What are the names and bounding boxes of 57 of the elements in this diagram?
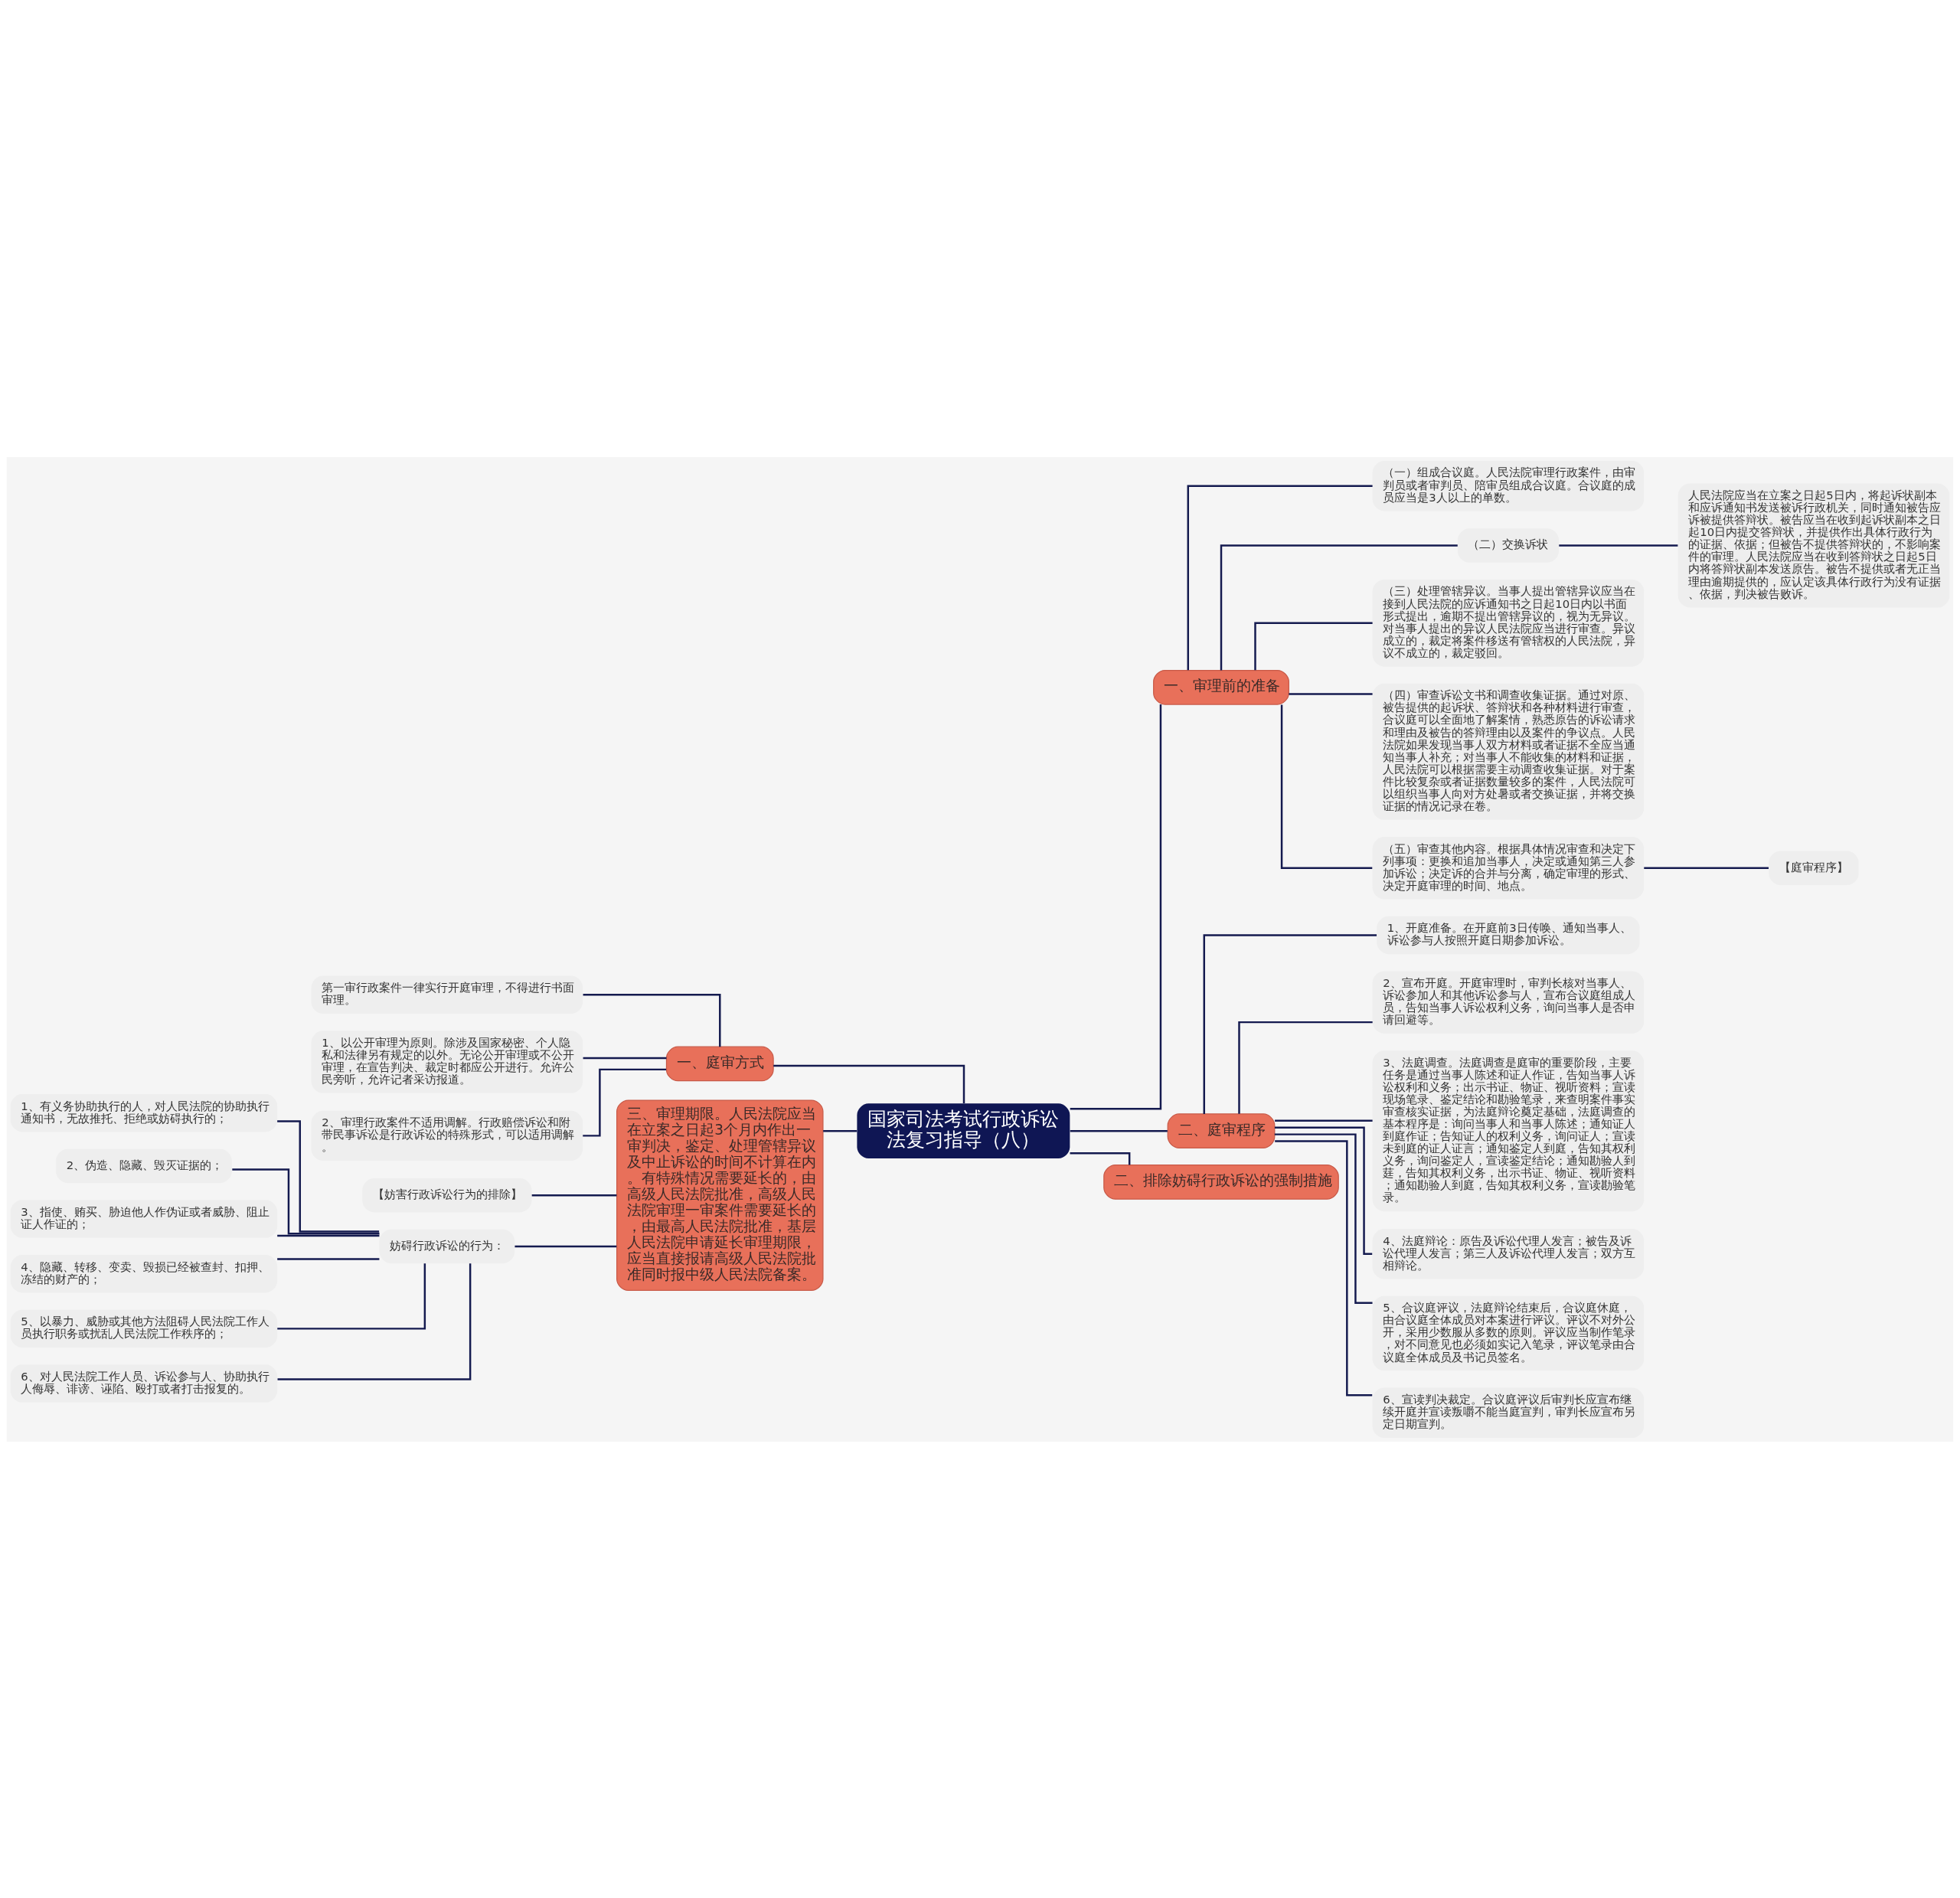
connector	[1280, 704, 1373, 869]
node-box: 1、以公开审理为原则。除涉及国家秘密、个人隐私和法律另有规定的以外。无论公开审理或不公开审理，在宣告判决、裁定时都应公开进行。允许公民旁听，允许记者采访报道。	[311, 1030, 583, 1093]
node-box: （二）交换诉状	[1457, 528, 1560, 563]
connector	[531, 1194, 617, 1196]
connector	[277, 1234, 380, 1236]
node-box: 一、审理前的准备	[1153, 669, 1289, 705]
connector	[277, 1263, 426, 1330]
connector	[1070, 1129, 1168, 1132]
connector	[514, 1245, 617, 1247]
node-box: 4、隐藏、转移、变卖、毁损已经被查封、扣押、冻结的财产的；	[10, 1254, 278, 1292]
node-box: 5、以暴力、威胁或其他方法阻碍人民法院工作人员执行职务或扰乱人民法院工作秩序的；	[10, 1309, 278, 1348]
node-box: 4、法庭辩论：原告及诉讼代理人发言；被告及诉讼代理人发言；第三人及诉讼代理人发言；双方互相辩论。	[1372, 1228, 1645, 1279]
connector	[1274, 1132, 1373, 1304]
node-box: 2、伪造、隐藏、毁灭证据的；	[56, 1148, 232, 1183]
connector	[583, 1068, 667, 1137]
node-box: 【庭审程序】	[1769, 851, 1859, 885]
node-box: （一）组成合议庭。人民法院审理行政案件，由审判员或者审判员、陪审员组成合议庭。合议庭的成员应当是3人以上的单数。	[1372, 460, 1645, 511]
connector	[1275, 1126, 1373, 1255]
node-box: 6、宣读判决裁定。合议庭评议后审判长应宣布继续开庭并宣读叛嚼不能当庭宣判，审判长应宣布另定日期宣判。	[1372, 1387, 1645, 1438]
node-box: 1、开庭准备。在开庭前3日传唤、通知当事人、诉讼参与人按照开庭日期参加诉讼。	[1377, 916, 1640, 954]
node-box: 二、庭审程序	[1167, 1112, 1276, 1148]
connector	[1187, 484, 1373, 670]
connector	[823, 1129, 858, 1132]
connector	[1238, 1021, 1373, 1114]
node-box: 一、庭审方式	[665, 1046, 774, 1081]
connector	[1203, 933, 1377, 1114]
connector	[277, 1263, 472, 1380]
node-box: 3、指使、贿买、胁迫他人作伪证或者威胁、阻止证人作证的；	[10, 1199, 278, 1238]
node-box: 1、有义务协助执行的人，对人民法院的协助执行通知书，无故推托、拒绝或妨碍执行的；	[10, 1093, 278, 1132]
connector	[773, 1064, 965, 1103]
connector	[583, 1057, 667, 1059]
node-box: 3、法庭调查。法庭调查是庭审的重要阶段，主要任务是通过当事人陈述和证人作证，告知当事人诉讼权利和义务；出示书证、物证、视听资料；宣读现场笔录、鉴定结论和勘验笔录，来查明案件事实审查核实证据，为法庭辩论奠定基础，法庭调查的基本程序是：询问当事人和当事人陈述；通知证人到庭作证；告知证人的权利义务，询问证人；宣读未到庭的证人证言；通知鉴定人到庭，告知其权利义务，询问鉴定人，宣读鉴定结论；通知勘验人到莛，告知其权利义务，出示书证、物证、视听资料；通知勘验人到庭，告知其权利义务，宣读勘验笔录。	[1372, 1050, 1645, 1211]
node-box: （四）审查诉讼文书和调查收集证据。通过对原、被告提供的起诉状、答辩状和各种材料进行审查，合议庭可以全面地了解案情，熟悉原告的诉讼请求和理由及被告的答辩理由以及案件的争议点。人民法院如果发现当事人双方材料或者证据不全应当通知当事人补充；对当事人不能收集的材料和证据，人民法院可以根据需要主动调查收集证据。对于案件比较复杂或者证据数量较多的案件，人民法院可以组织当事人向对方处暑或者交换证据，并将交换证据的情况记录在卷。	[1372, 683, 1645, 820]
connector	[1559, 544, 1678, 547]
node-box: 三、审理期限。人民法院应当在立案之日起3个月内作出一审判决，鉴定、处理管辖异议及中止诉讼的时间不计算在内。有特殊情况需要延长的，由高级人民法院批准，高级人民法院审理一审案件需要延长的，由最高人民法院批准，基层人民法院申请延长审理期限，应当直接报请高级人民法院批准同时报中级人民法院备案。	[616, 1099, 824, 1291]
node-box: 2、宣布开庭。开庭审理时，审判长核对当事人、诉讼参加人和其他诉讼参与人，宣布合议庭组成人员，告知当事人诉讼权利义务，询问当事人是否申请回避等。	[1372, 970, 1645, 1034]
connector	[1254, 622, 1373, 670]
connector	[1289, 692, 1373, 695]
node-box: 2、审理行政案件不适用调解。行政赔偿诉讼和附带民事诉讼是行政诉讼的特殊形式，可以适用调解。	[311, 1110, 583, 1161]
connector	[277, 1257, 380, 1260]
node-box: 国家司法考试行政诉讼法复习指导（八）	[857, 1103, 1070, 1158]
connector	[1070, 1152, 1131, 1165]
connector	[583, 993, 721, 1047]
node-box: 【妨害行政诉讼行为的排除】	[362, 1178, 532, 1212]
node-box: （三）处理管辖异议。当事人提出管辖异议应当在接到人民法院的应诉通知书之日起10日内以书面形式提出，逾期不提出管辖异议的，视为无异议。对当事人提出的异议人民法院应当进行审查。异议成立的，裁定将案件移送有管辖权的人民法院，异议不成立的，裁定驳回。	[1372, 579, 1645, 667]
node-box: （五）审查其他内容。根据具体情况审查和决定下列事项：更换和追加当事人，决定或通知第三人参加诉讼；决定诉的合并与分离，确定审理的形式、决定开庭审理的时间、地点。	[1372, 836, 1645, 900]
node-box: 二、排除妨碍行政诉讼的强制措施	[1103, 1164, 1339, 1200]
connector	[1070, 704, 1162, 1109]
node-box: 妨碍行政诉讼的行为：	[379, 1229, 515, 1263]
node-box: 6、对人民法院工作人员、诉讼参与人、协助执行人侮辱、诽谤、诬陷、殴打或者打击报复的。	[10, 1364, 278, 1403]
connector	[232, 1168, 380, 1234]
connector	[1275, 1119, 1373, 1122]
node-box: 人民法院应当在立案之日起5日内，将起诉状副本和应诉通知书发送被诉行政机关，同时通知被告应诉被提供答辩状。被告应当在收到起诉状副本之日起10日内提交答辩状，并提供作出具体行政行为的证据、依据；但被告不提供答辩状的，不影响案件的审理。人民法院应当在收到答辩状之日起5日内将答辩状副本发送原告。被告不提供或者无正当理由逾期提供的，应认定该具体行政行为没有证据、依据，判决被告败诉。	[1677, 483, 1950, 607]
node-box: 5、合议庭评议，法庭辩论结束后，合议庭休庭，由合议庭全体成员对本案进行评议。评议不对外公开，采用少数服从多数的原则。评议应当制作笔录，对不同意见也必须如实记入笔录，评议笔录由合议庭全体成员及书记员签名。	[1372, 1295, 1645, 1370]
connector	[1644, 867, 1769, 869]
node-box: 第一审行政案件一律实行开庭审理，不得进行书面审理。	[311, 975, 583, 1014]
connector	[1220, 544, 1458, 670]
